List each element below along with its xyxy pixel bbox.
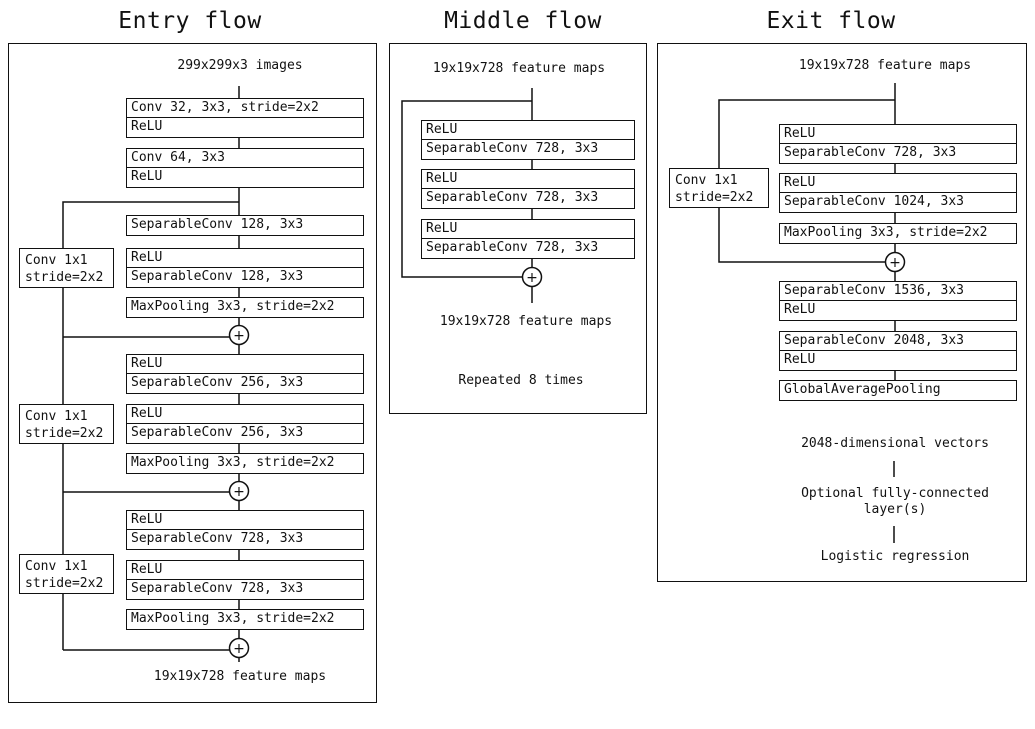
entry-block-sepconv728-b: ReLU SeparableConv 728, 3x3 bbox=[126, 560, 364, 600]
entry-block-sepconv256-b: ReLU SeparableConv 256, 3x3 bbox=[126, 404, 364, 444]
entry-block-sepconv128-b: ReLU SeparableConv 128, 3x3 bbox=[126, 248, 364, 288]
middle-flow-title: Middle flow bbox=[444, 8, 602, 34]
layer-label: SeparableConv 728, 3x3 bbox=[422, 238, 634, 257]
entry-block-maxpool-3: MaxPooling 3x3, stride=2x2 bbox=[126, 609, 364, 630]
exit-flow-title: Exit flow bbox=[766, 8, 896, 34]
add-node-icon: + bbox=[228, 637, 250, 659]
layer-label: SeparableConv 728, 3x3 bbox=[780, 143, 1016, 162]
entry-block-maxpool-1: MaxPooling 3x3, stride=2x2 bbox=[126, 297, 364, 318]
layer-label: SeparableConv 728, 3x3 bbox=[127, 579, 363, 598]
entry-block-conv32: Conv 32, 3x3, stride=2x2 ReLU bbox=[126, 98, 364, 138]
plus-symbol: + bbox=[233, 328, 245, 344]
layer-label: ReLU bbox=[784, 175, 816, 190]
layer-label: ReLU bbox=[131, 562, 163, 577]
layer-label: ReLU bbox=[127, 167, 363, 186]
layer-label: SeparableConv 256, 3x3 bbox=[127, 423, 363, 442]
layer-label: MaxPooling 3x3, stride=2x2 bbox=[131, 299, 335, 314]
plus-symbol: + bbox=[233, 641, 245, 657]
layer-label: SeparableConv 728, 3x3 bbox=[422, 188, 634, 207]
layer-label: MaxPooling 3x3, stride=2x2 bbox=[784, 225, 988, 240]
layer-label: ReLU bbox=[131, 406, 163, 421]
skip-label: Conv 1x1 bbox=[675, 173, 738, 188]
layer-label: MaxPooling 3x3, stride=2x2 bbox=[131, 611, 335, 626]
layer-label: ReLU bbox=[426, 221, 458, 236]
skip-label: Conv 1x1 bbox=[25, 559, 88, 574]
layer-label: SeparableConv 128, 3x3 bbox=[127, 267, 363, 286]
entry-block-sepconv728-a: ReLU SeparableConv 728, 3x3 bbox=[126, 510, 364, 550]
layer-label: SeparableConv 728, 3x3 bbox=[127, 529, 363, 548]
layer-label: ReLU bbox=[127, 117, 363, 136]
add-node-icon: + bbox=[228, 480, 250, 502]
exit-block-sepconv1024: ReLU SeparableConv 1024, 3x3 bbox=[779, 173, 1017, 213]
layer-label: SeparableConv 256, 3x3 bbox=[127, 373, 363, 392]
middle-block-1: ReLU SeparableConv 728, 3x3 bbox=[421, 120, 635, 160]
middle-output-label: 19x19x728 feature maps bbox=[439, 314, 613, 329]
exit-block-maxpool: MaxPooling 3x3, stride=2x2 bbox=[779, 223, 1017, 244]
entry-block-maxpool-2: MaxPooling 3x3, stride=2x2 bbox=[126, 453, 364, 474]
skip-label: Conv 1x1 bbox=[25, 409, 88, 424]
layer-label: SeparableConv 1536, 3x3 bbox=[784, 283, 965, 298]
layer-label: ReLU bbox=[426, 171, 458, 186]
plus-symbol: + bbox=[889, 255, 901, 271]
entry-output-label: 19x19x728 feature maps bbox=[153, 669, 327, 684]
layer-label: ReLU bbox=[131, 512, 163, 527]
add-node-icon: + bbox=[228, 324, 250, 346]
exit-block-sepconv2048: SeparableConv 2048, 3x3 ReLU bbox=[779, 331, 1017, 371]
entry-skip-conv-1: Conv 1x1 stride=2x2 bbox=[19, 248, 114, 288]
middle-block-3: ReLU SeparableConv 728, 3x3 bbox=[421, 219, 635, 259]
layer-label: MaxPooling 3x3, stride=2x2 bbox=[131, 455, 335, 470]
skip-label: Conv 1x1 bbox=[25, 253, 88, 268]
layer-label: ReLU bbox=[131, 356, 163, 371]
entry-skip-conv-2: Conv 1x1 stride=2x2 bbox=[19, 404, 114, 444]
entry-block-sepconv128-a: SeparableConv 128, 3x3 bbox=[126, 215, 364, 236]
layer-label: Conv 64, 3x3 bbox=[131, 150, 225, 165]
layer-label: GlobalAveragePooling bbox=[784, 382, 941, 397]
exit-skip-conv: Conv 1x1 stride=2x2 bbox=[669, 168, 769, 208]
skip-label: stride=2x2 bbox=[25, 426, 104, 441]
exit-block-sepconv1536: SeparableConv 1536, 3x3 ReLU bbox=[779, 281, 1017, 321]
layer-label: ReLU bbox=[780, 350, 1016, 369]
plus-symbol: + bbox=[526, 270, 538, 286]
exit-optional-fc-label: Optional fully-connected layer(s) bbox=[801, 486, 989, 517]
entry-skip-conv-3: Conv 1x1 stride=2x2 bbox=[19, 554, 114, 594]
middle-input-label: 19x19x728 feature maps bbox=[432, 61, 606, 76]
layer-label: SeparableConv 128, 3x3 bbox=[131, 217, 304, 232]
skip-label: stride=2x2 bbox=[25, 270, 104, 285]
layer-label: ReLU bbox=[131, 250, 163, 265]
skip-label: stride=2x2 bbox=[25, 576, 104, 591]
layer-label: ReLU bbox=[780, 300, 1016, 319]
layer-label: SeparableConv 728, 3x3 bbox=[422, 139, 634, 158]
add-node-icon: + bbox=[884, 251, 906, 273]
layer-label: SeparableConv 1024, 3x3 bbox=[780, 192, 1016, 211]
middle-repeat-note: Repeated 8 times bbox=[458, 373, 584, 388]
entry-flow-title: Entry flow bbox=[118, 8, 262, 34]
exit-vectors-label: 2048-dimensional vectors bbox=[801, 436, 989, 451]
exit-block-sepconv728: ReLU SeparableConv 728, 3x3 bbox=[779, 124, 1017, 164]
add-node-icon: + bbox=[521, 266, 543, 288]
plus-symbol: + bbox=[233, 484, 245, 500]
layer-label: SeparableConv 2048, 3x3 bbox=[784, 333, 965, 348]
entry-input-label: 299x299x3 images bbox=[177, 58, 303, 73]
exit-input-label: 19x19x728 feature maps bbox=[798, 58, 972, 73]
layer-label: ReLU bbox=[784, 126, 816, 141]
exit-block-gap: GlobalAveragePooling bbox=[779, 380, 1017, 401]
middle-block-2: ReLU SeparableConv 728, 3x3 bbox=[421, 169, 635, 209]
exit-logistic-label: Logistic regression bbox=[820, 549, 970, 564]
entry-block-sepconv256-a: ReLU SeparableConv 256, 3x3 bbox=[126, 354, 364, 394]
layer-label: Conv 32, 3x3, stride=2x2 bbox=[131, 100, 319, 115]
layer-label: ReLU bbox=[426, 122, 458, 137]
skip-label: stride=2x2 bbox=[675, 190, 754, 205]
entry-block-conv64: Conv 64, 3x3 ReLU bbox=[126, 148, 364, 188]
